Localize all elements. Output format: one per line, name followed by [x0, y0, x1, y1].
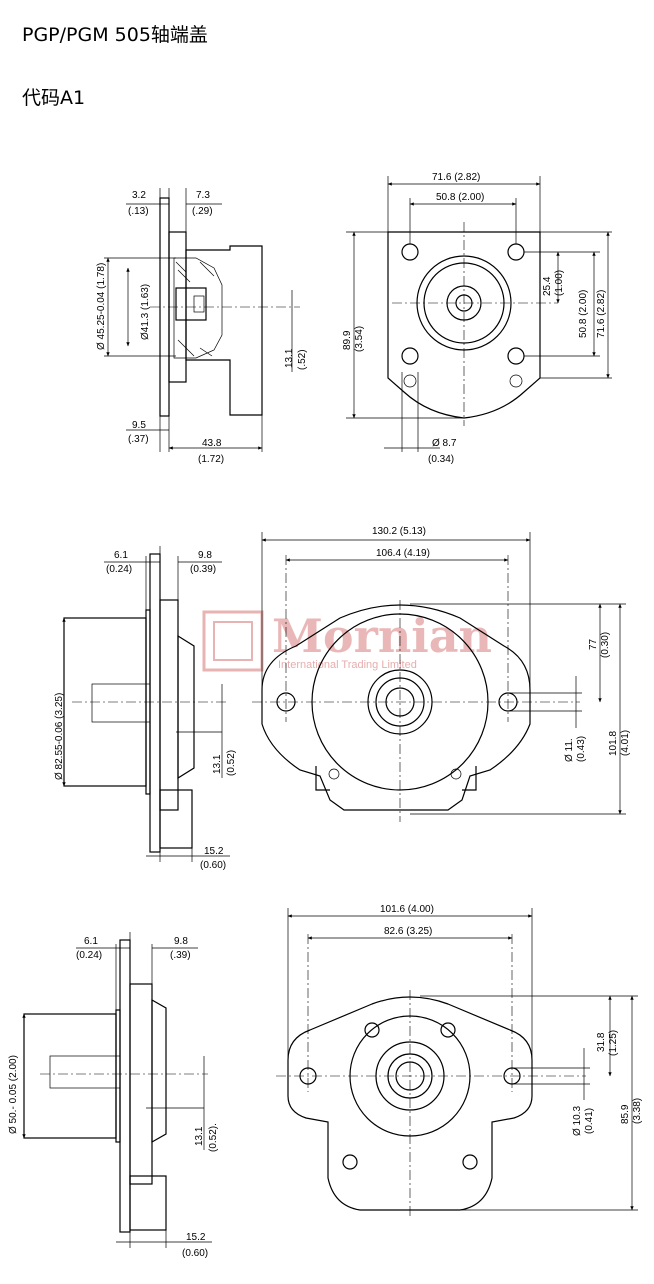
- dim-130-2: 130.2 (5.13): [372, 526, 426, 537]
- dim-hole-8-7-in: (0.34): [428, 454, 454, 465]
- dim-43-8: 43.8: [202, 438, 222, 449]
- dim-85-9-in: (3.38): [632, 1098, 643, 1124]
- dim-15-2: 15.2: [204, 846, 224, 857]
- dim-6-1-in: (0.24): [76, 950, 102, 961]
- dim-7-3: 7.3: [196, 190, 210, 201]
- dim-89-9-in: (3.54): [354, 326, 365, 352]
- dim-9-8-in: (.39): [170, 950, 191, 961]
- dim-106-4: 106.4 (4.19): [376, 548, 430, 559]
- dim-13-1: 13.1: [212, 754, 223, 774]
- dim-50-8-w: 50.8 (2.00): [436, 192, 484, 203]
- dim-9-5-in: (.37): [128, 434, 149, 445]
- dim-hole-10-3-in: (0.41): [584, 1108, 595, 1134]
- dim-13-1-in: (.52): [297, 349, 308, 370]
- dim-101-6: 101.6 (4.00): [380, 904, 434, 915]
- dim-3-2-in: (.13): [128, 206, 149, 217]
- code-label: 代码A1: [22, 87, 86, 109]
- dim-9-8-in: (0.39): [190, 564, 216, 575]
- dim-hole-11: Ø 11.: [564, 738, 575, 762]
- dia-50: Ø 50.- 0.05 (2.00): [8, 1055, 19, 1134]
- dim-13-1: 13.1: [284, 348, 295, 368]
- dim-77-in: (0.30): [600, 632, 611, 658]
- dim-3-2: 3.2: [132, 190, 146, 201]
- dim-7-3-in: (.29): [192, 206, 213, 217]
- dim-6-1: 6.1: [114, 550, 128, 561]
- dim-hole-11-in: (0.43): [576, 736, 587, 762]
- watermark: Mornian International Trading Limited: [202, 609, 492, 672]
- dim-31-8-in: (1.25): [608, 1030, 619, 1056]
- drawing2-front-view: 130.2 (5.13) 106.4 (4.19) 77 (0.30) 101.…: [252, 526, 631, 822]
- dim-hole-10-3: Ø 10.3: [572, 1106, 583, 1136]
- page-title: PGP/PGM 505轴端盖: [22, 24, 208, 46]
- dim-25-4: 25.4: [542, 276, 553, 296]
- dim-101-8-in: (4.01): [620, 730, 631, 756]
- dim-101-8: 101.8: [608, 731, 619, 756]
- dim-25-4-in: (1.00): [554, 270, 565, 296]
- watermark-subtext: International Trading Limited: [278, 659, 417, 671]
- dim-50-8-h: 50.8 (2.00): [578, 290, 589, 338]
- drawing1-front-view: 71.6 (2.82) 50.8 (2.00) 89.9 (3.54) 25.4…: [342, 172, 612, 465]
- dim-71-6-h: 71.6 (2.82): [596, 290, 607, 338]
- dim-9-8: 9.8: [174, 936, 188, 947]
- dia-45-25: Ø 45.25-0.04 (1.78): [96, 263, 107, 350]
- dim-82-6: 82.6 (3.25): [384, 926, 432, 937]
- drawing3-front-view: 101.6 (4.00) 82.6 (3.25) 31.8 (1.25) 85.…: [276, 904, 643, 1216]
- dim-71-6-w: 71.6 (2.82): [432, 172, 480, 183]
- dim-6-1: 6.1: [84, 936, 98, 947]
- drawing2-side-view: 6.1 (0.24) 9.8 (0.39) Ø 82.55-0.06 (3.25…: [54, 546, 237, 871]
- dim-31-8: 31.8: [596, 1032, 607, 1052]
- dim-15-2-in: (0.60): [200, 860, 226, 871]
- dia-41-3: Ø41.3 (1.63): [140, 284, 151, 340]
- watermark-text: Mornian: [272, 609, 492, 663]
- dim-6-1-in: (0.24): [106, 564, 132, 575]
- dim-89-9: 89.9: [342, 330, 353, 350]
- drawing3-side-view: 6.1 (0.24) 9.8 (.39) Ø 50.- 0.05 (2.00) …: [8, 932, 219, 1259]
- dia-82-55: Ø 82.55-0.06 (3.25): [54, 693, 65, 780]
- drawing1-side-view: 3.2 (.13) 7.3 (.29) Ø 45.25-0.04 (1.78) …: [96, 188, 308, 465]
- watermark-logo-icon: [202, 610, 264, 672]
- dim-85-9: 85.9: [620, 1104, 631, 1124]
- dim-13-1: 13.1: [194, 1126, 205, 1146]
- dim-13-1-in: (0.52): [226, 750, 237, 776]
- dim-77: 77: [588, 638, 599, 650]
- dim-15-2: 15.2: [186, 1232, 206, 1243]
- dim-43-8-in: (1.72): [198, 454, 224, 465]
- dim-hole-8-7: Ø 8.7: [432, 438, 457, 449]
- dim-9-5: 9.5: [132, 420, 146, 431]
- dim-9-8: 9.8: [198, 550, 212, 561]
- dim-15-2-in: (0.60): [182, 1248, 208, 1259]
- dim-13-1-in: (0.52).: [208, 1123, 219, 1152]
